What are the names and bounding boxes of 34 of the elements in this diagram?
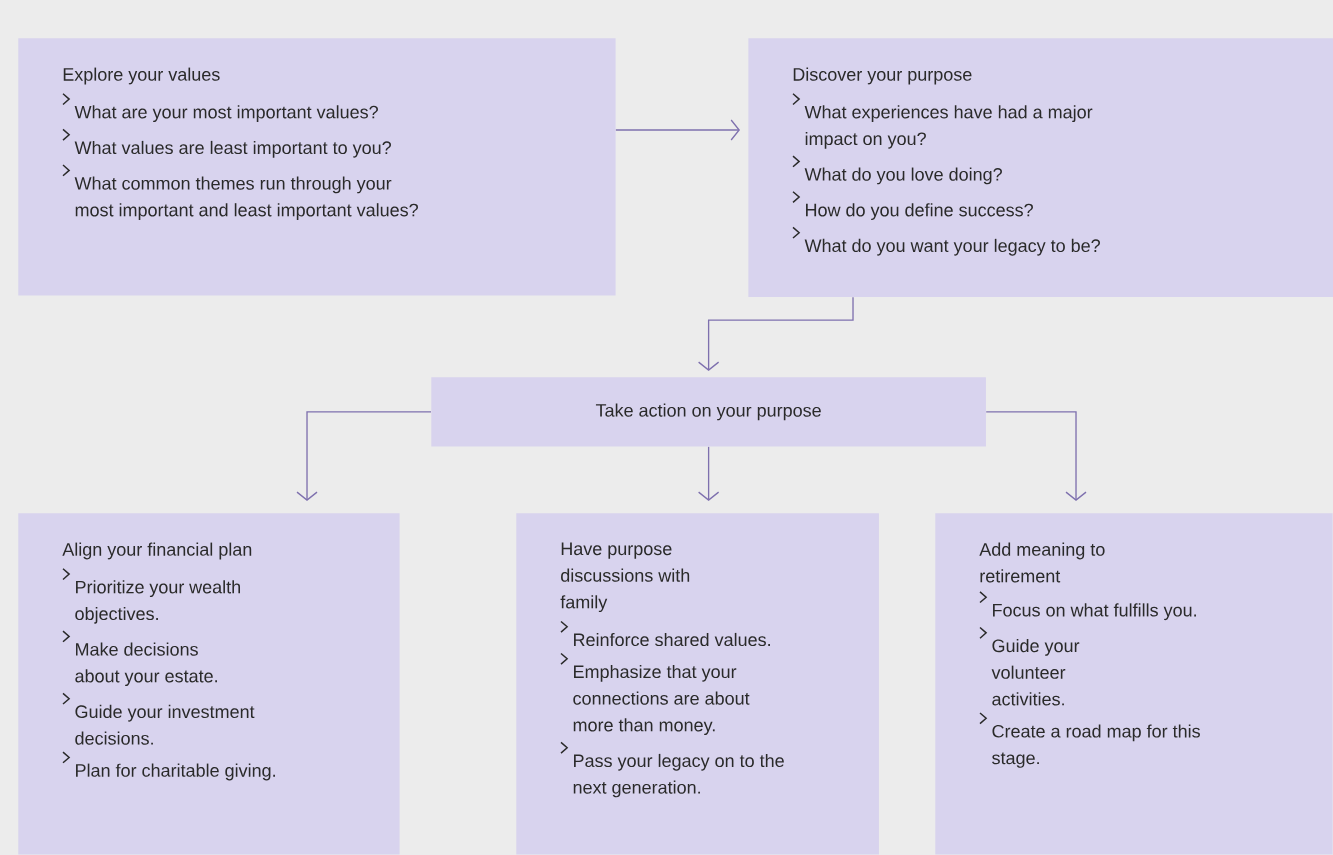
arrow bbox=[697, 296, 854, 371]
process-box bbox=[748, 38, 1333, 297]
arrow bbox=[697, 446, 720, 501]
bullet-text: Pass your legacy on to the next generation. bbox=[573, 753, 784, 798]
box-heading: Align your financial plan bbox=[62, 542, 252, 560]
bullet-text: What common themes run through your most important and least important values? bbox=[74, 176, 418, 220]
arrow bbox=[296, 411, 432, 501]
box-heading: Discover your purpose bbox=[793, 67, 972, 85]
bullet-text: Guide your investment decisions. bbox=[75, 704, 255, 745]
box-heading: Have purpose discussions with family bbox=[560, 542, 690, 613]
box-heading: Explore your values bbox=[63, 67, 220, 85]
bullet-text: How do you define success? bbox=[806, 203, 1033, 220]
bullet-text: Prioritize your wealth objectives. bbox=[75, 580, 240, 624]
arrow bbox=[615, 119, 740, 141]
bullet-text: Create a road map for this stage. bbox=[992, 724, 1200, 768]
bullet-text: Emphasize that your connections are about more than money. bbox=[573, 664, 750, 736]
process-box bbox=[516, 513, 879, 855]
bullet-text: What experiences have had a major impact on you? bbox=[804, 105, 1093, 149]
bullet-text: What are your most important values? bbox=[74, 105, 378, 122]
bullet-text: Make decisions about your estate. bbox=[75, 642, 217, 686]
bullet-text: What do you love doing? bbox=[804, 167, 1002, 185]
process-box bbox=[431, 377, 986, 447]
bullet-text: Plan for charitable giving. bbox=[76, 763, 275, 781]
bullet-text: Reinforce shared values. bbox=[574, 632, 770, 647]
bullet-text: What do you want your legacy to be? bbox=[804, 238, 1100, 256]
bullet-text: Focus on what fulfills you. bbox=[993, 603, 1196, 621]
bullet-text: What values are least important to you? bbox=[74, 140, 391, 158]
box-heading: Add meaning to retirement bbox=[979, 542, 1105, 583]
arrow bbox=[985, 411, 1087, 501]
box-heading: Take action on your purpose bbox=[595, 403, 821, 421]
process-box bbox=[935, 513, 1333, 855]
process-box bbox=[18, 513, 400, 855]
process-box bbox=[18, 38, 616, 296]
bullet-text: Guide your volunteer activities. bbox=[991, 639, 1080, 706]
